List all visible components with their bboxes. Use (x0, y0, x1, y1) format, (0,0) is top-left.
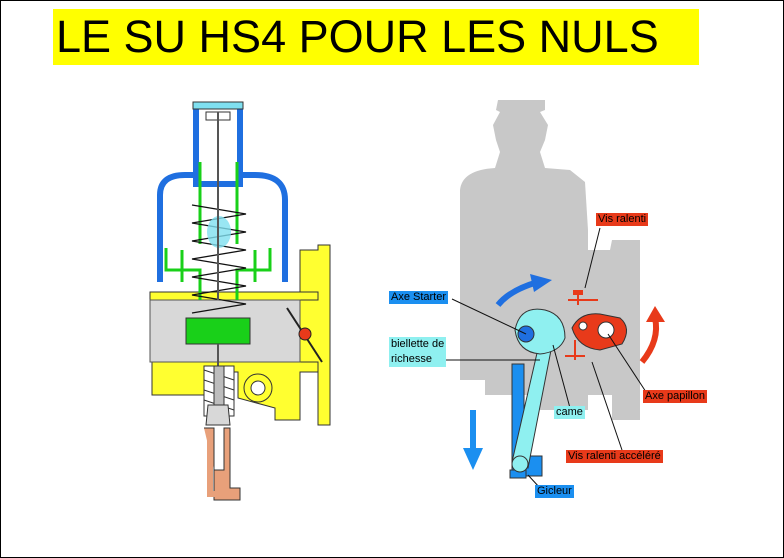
label-biellette-line-1: biellette de (391, 338, 445, 350)
throttle-rotation-arrow (639, 306, 665, 364)
label-biellette-de-richesse: biellette de richesse (389, 337, 447, 367)
carb-silhouette (460, 100, 640, 420)
page-title: LE SU HS4 POUR LES NULS (53, 9, 699, 65)
label-vis-ralenti-accelere: Vis ralenti accéléré (566, 450, 663, 463)
carb-body-yellow (149, 244, 331, 426)
leader-lines (438, 227, 649, 489)
label-vis-ralenti: Vis ralenti (596, 213, 649, 226)
jet-down-arrow (463, 410, 483, 470)
starter-cam (514, 308, 566, 355)
throttle-butterfly (286, 307, 323, 363)
label-came: came (554, 406, 585, 419)
jet-assembly (203, 365, 241, 501)
label-axe-starter: Axe Starter (389, 291, 449, 304)
piston-spring (191, 204, 247, 314)
label-biellette-line-2: richesse (391, 353, 432, 365)
label-axe-papillon: Axe papillon (643, 390, 707, 403)
suction-dome (157, 172, 288, 282)
piston-base (185, 317, 251, 345)
label-gicleur: Gicleur (535, 485, 574, 498)
damper-cap (192, 101, 244, 110)
